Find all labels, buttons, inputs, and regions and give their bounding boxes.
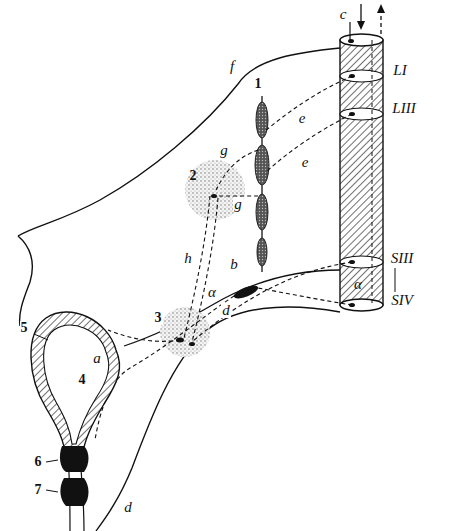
neuron-body [189,342,195,346]
part-letter: h [183,251,193,266]
neuron-body [211,194,217,198]
part-letter: e [298,111,307,126]
fibre-a [258,288,352,305]
part-letter: f [229,59,235,74]
cord-section [340,70,383,82]
neuron-body [348,39,354,43]
callout-number: 2 [189,169,198,183]
part-letter: g [219,143,229,158]
chain-ganglion [256,102,268,138]
external-sphincter [60,478,88,506]
part-letter: SIII [390,251,415,266]
part-letter: α [353,277,363,292]
part-letter: α [207,285,217,300]
fibre-b [192,262,352,342]
part-letter: LIII [391,101,416,116]
body-outline [96,307,340,531]
bladder-wall [31,312,120,458]
leader-line [34,334,48,340]
cord-section [340,256,383,268]
leader-line [46,460,58,462]
chain-ganglion [256,194,268,230]
fibre-h [184,196,210,338]
fibre-a [108,330,180,341]
part-letter: e [301,155,310,170]
fibre-e [266,114,352,172]
leader-line [349,22,350,40]
nerve-fibres [95,76,352,440]
ganglion [185,160,245,220]
cord-section [340,34,383,46]
arrow-head [357,21,365,30]
body-outline [18,48,340,236]
callout-number: 6 [34,455,43,469]
pelvic-ganglion [232,283,259,301]
part-letter: a [92,351,102,366]
afferent-fibre [372,40,373,305]
nerve-trunk [124,270,340,346]
part-letter: b [229,257,239,272]
ganglion [160,307,210,357]
bladder-cavity [44,325,109,444]
part-letter: LI [392,63,407,78]
leader-line [46,490,58,492]
part-letter: d [123,500,133,515]
fibre-e [264,76,352,132]
afferent-arrow [380,10,381,34]
callout-number: 1 [254,77,263,91]
part-letter: c [339,7,348,22]
internal-sphincter [60,446,89,472]
chain-ganglion [257,238,267,266]
callout-number: 3 [154,311,163,325]
part-letter: d [221,303,231,318]
callout-number: 4 [78,373,87,387]
body-outline [18,236,32,326]
arrow-head [377,4,385,13]
part-letter: SIV [390,293,414,308]
fibre-h [192,198,218,342]
part-letter: g [233,197,243,212]
chain-ganglion [255,145,269,185]
callout-number: 7 [34,483,43,497]
cord-section [340,108,383,120]
callout-number: 5 [20,321,29,335]
segment-bracket [395,268,396,292]
spinal-cord [340,40,383,305]
cord-section [340,299,383,311]
